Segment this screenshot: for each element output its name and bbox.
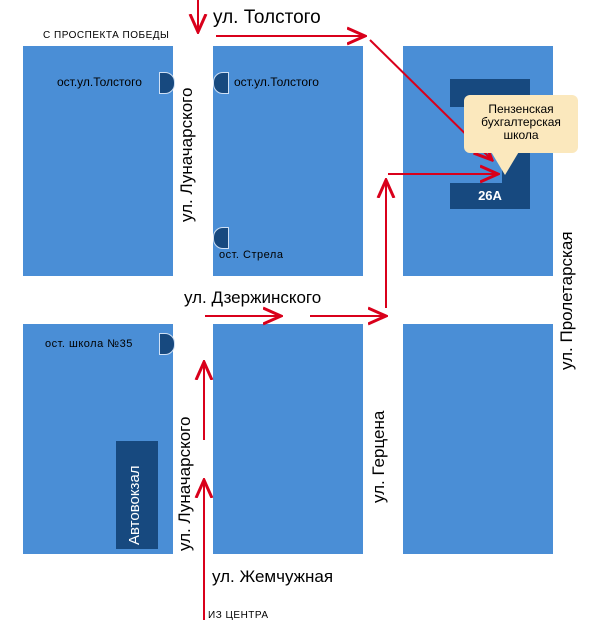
stop-school35-icon bbox=[159, 333, 175, 355]
street-tolstogo: ул. Толстого bbox=[213, 7, 321, 28]
school-callout: Пензенская бухгалтерская школа bbox=[464, 95, 578, 153]
street-zhemchuzhnaya: ул. Жемчужная bbox=[212, 567, 334, 586]
block-s bbox=[213, 324, 363, 554]
callout-line-2: бухгалтерская bbox=[481, 115, 561, 129]
block-nw bbox=[23, 46, 173, 276]
stop-school35-label: ост. школа №35 bbox=[45, 338, 133, 350]
stop-tolstogo-left-label: ост.ул.Толстого bbox=[57, 75, 142, 89]
block-n bbox=[213, 46, 363, 276]
block-se bbox=[403, 324, 553, 554]
stop-tolstogo-left-icon bbox=[159, 72, 175, 94]
stop-tolstogo-right-icon bbox=[213, 72, 229, 94]
building-26a: 26А bbox=[450, 183, 530, 209]
stop-tolstogo-right-label: ост.ул.Толстого bbox=[234, 75, 319, 89]
callout-line-1: Пензенская bbox=[488, 102, 554, 116]
street-dzerzhinskogo: ул. Дзержинского bbox=[184, 288, 322, 307]
building-avtovokzal bbox=[116, 441, 158, 549]
callout-line-3: школа bbox=[503, 128, 539, 142]
stop-strela-label: ост. Стрела bbox=[219, 249, 284, 261]
direction-from-center: ИЗ ЦЕНТРА bbox=[208, 610, 269, 621]
building-number: 26А bbox=[478, 188, 502, 203]
stop-strela-icon bbox=[213, 227, 229, 249]
direction-from-pobedy: С ПРОСПЕКТА ПОБЕДЫ bbox=[43, 30, 170, 41]
